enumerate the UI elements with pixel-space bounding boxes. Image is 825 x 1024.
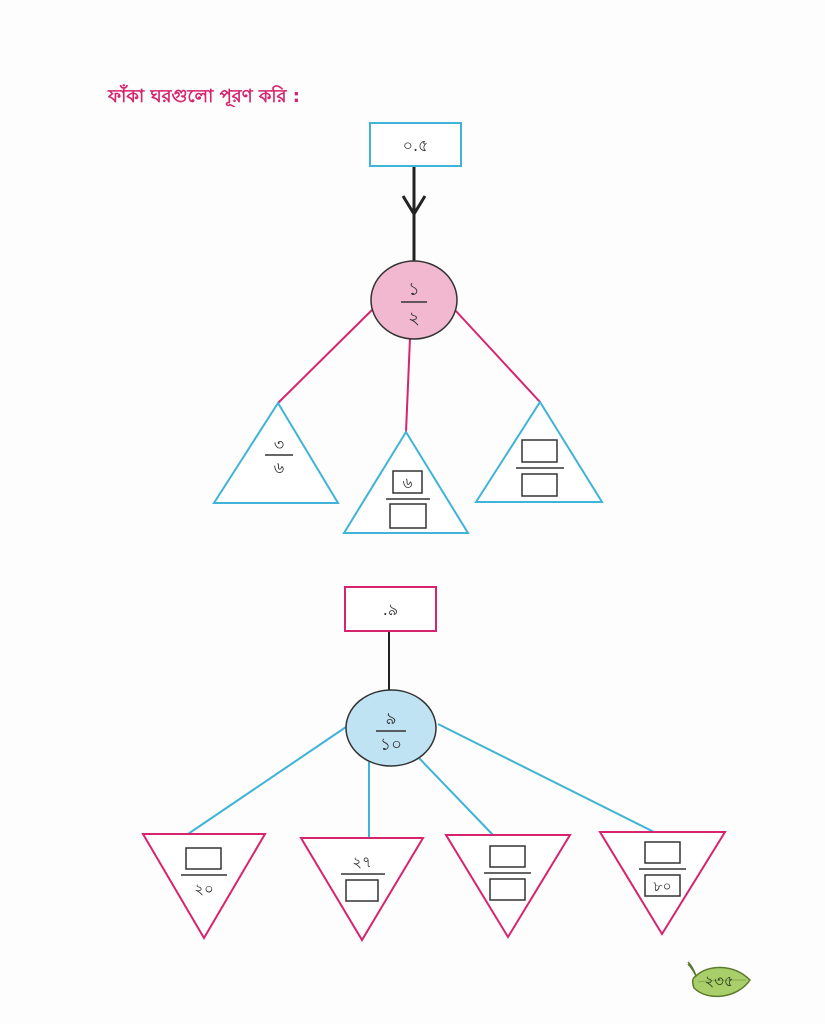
d2-tri1-denominator: ২০	[194, 880, 214, 898]
d1-triangle-1	[212, 401, 340, 504]
d2-tri4-numerator-box[interactable]	[644, 841, 681, 864]
d2-decimal-box	[344, 586, 437, 632]
d1-tri3-denominator-box[interactable]	[521, 473, 558, 497]
d1-circle-denominator: ২	[408, 308, 420, 329]
d1-link-right	[454, 309, 541, 403]
d2-circle-numerator: ৯	[385, 709, 396, 729]
d2-link-4	[437, 723, 655, 833]
d2-tri4-denominator: ৮০	[653, 879, 671, 895]
page-number: ২৩৫	[704, 972, 734, 990]
d1-tri1-denominator: ৬	[274, 458, 284, 477]
d2-tri3-denominator-box[interactable]	[489, 878, 526, 901]
d1-tri3-numerator-box[interactable]	[521, 439, 558, 463]
d2-triangle-1	[141, 833, 267, 940]
d1-tri2-numerator: ৬	[403, 474, 413, 492]
d2-circle-denominator: ১০	[380, 735, 402, 755]
d2-link-1	[187, 726, 347, 835]
d2-decimal-value: .৯	[383, 600, 398, 619]
d2-link-3	[417, 756, 494, 836]
d2-fraction-circle	[345, 689, 437, 767]
instruction-heading: ফাঁকা ঘরগুলো পূরণ করি :	[108, 86, 300, 107]
diagram-1: ০.৫ ১ ২ ৩ ৬ ৬	[212, 122, 604, 534]
d1-link-middle	[405, 337, 411, 433]
d2-tri2-numerator: ২৭	[352, 853, 372, 871]
d2-tri1-numerator-box[interactable]	[185, 847, 222, 870]
d1-fraction-circle	[370, 260, 458, 340]
d1-tri1-numerator: ৩	[274, 435, 284, 454]
leaf-icon	[687, 961, 751, 998]
diagram-2: .৯ ৯ ১০ ২০ ২৭ ৮০	[141, 586, 727, 942]
d2-tri4-denominator-box	[644, 874, 681, 897]
d1-circle-numerator: ১	[408, 279, 420, 300]
d1-tri2-denominator-box[interactable]	[389, 503, 427, 529]
d1-tri2-numerator-box[interactable]	[392, 470, 423, 494]
d1-link-left	[277, 309, 373, 404]
d1-decimal-value: ০.৫	[403, 136, 429, 155]
page-number-leaf: ২৩৫	[682, 958, 754, 1002]
d2-tri3-numerator-box[interactable]	[489, 845, 526, 868]
d2-tri2-denominator-box[interactable]	[345, 879, 379, 902]
d1-decimal-box	[369, 122, 462, 167]
d1-arrow-head	[401, 195, 427, 217]
